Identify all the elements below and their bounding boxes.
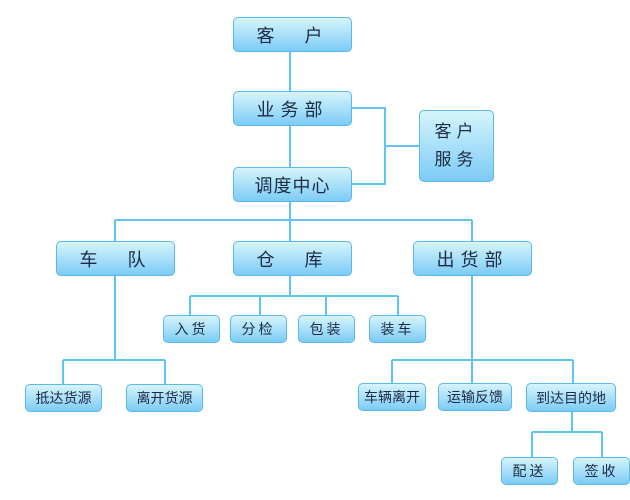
line-destination-branches (531, 412, 603, 457)
node-delivery: 配送 (501, 457, 558, 485)
line-dispatch-branches (114, 202, 473, 241)
node-fleet: 车 队 (56, 241, 175, 276)
line-fleet-branches (62, 276, 166, 384)
node-transport-feedback: 运输反馈 (438, 383, 512, 411)
node-leave-source: 离开货源 (126, 384, 203, 412)
service-line-1: 客户 (434, 122, 479, 142)
node-arrive-source: 抵达货源 (25, 384, 102, 412)
node-customer: 客 户 (233, 17, 352, 52)
node-sorting: 分检 (230, 315, 287, 343)
node-warehouse: 仓 库 (233, 241, 352, 276)
line-shipping-branches (391, 276, 574, 383)
node-shipping-dept: 出货部 (413, 241, 532, 276)
line-service-bracket (352, 107, 419, 185)
node-inbound: 入货 (163, 315, 220, 343)
node-vehicle-leave: 车辆离开 (358, 383, 426, 411)
node-arrive-destination: 到达目的地 (526, 383, 616, 412)
node-dispatch-center: 调度中心 (233, 167, 352, 202)
service-line-2: 服务 (434, 150, 479, 170)
node-loading: 装车 (369, 315, 426, 343)
node-business-dept: 业务部 (233, 91, 352, 126)
node-packing: 包装 (298, 315, 355, 343)
line-warehouse-branches (189, 276, 399, 315)
node-customer-service: 客户 服务 (419, 110, 494, 182)
node-sign: 签收 (573, 457, 630, 485)
